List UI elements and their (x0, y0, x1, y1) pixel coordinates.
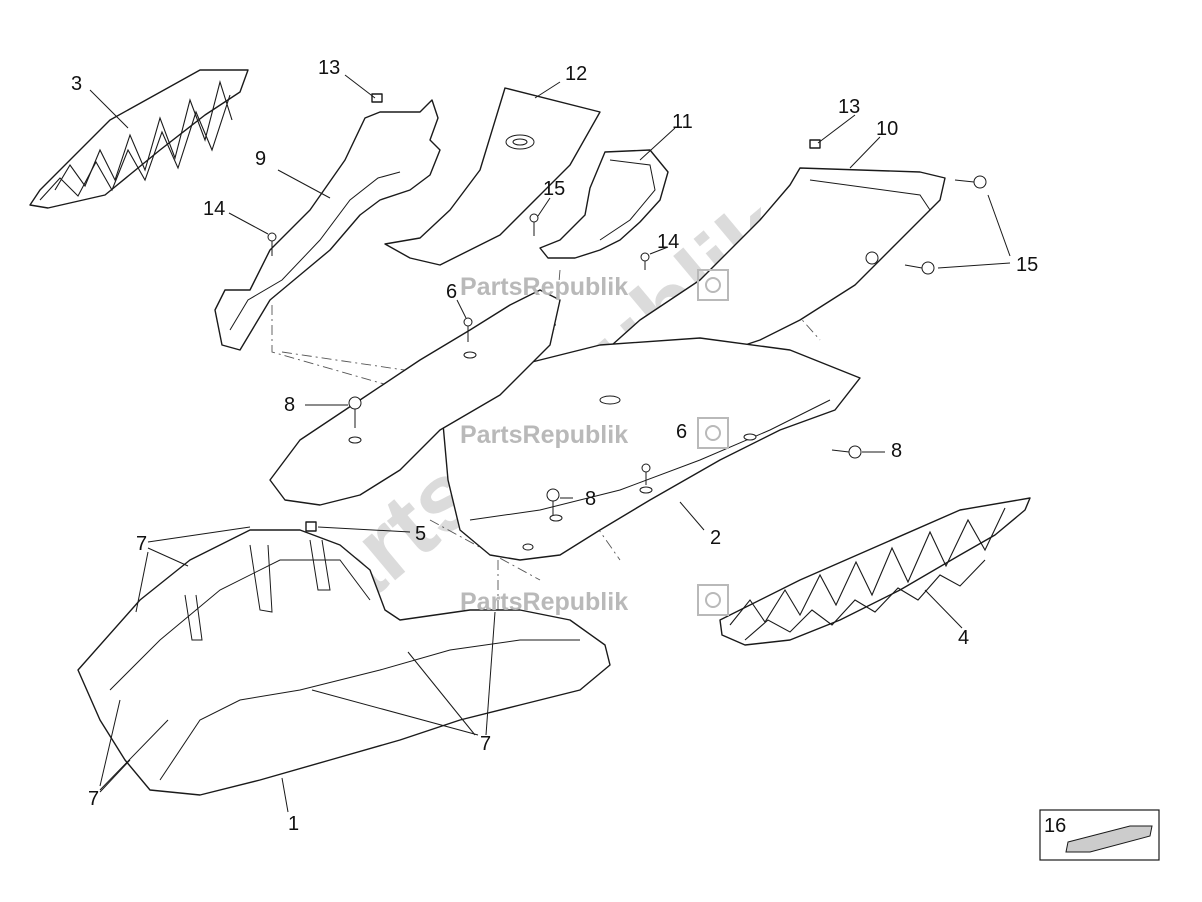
callout-15-right: 15 (1016, 254, 1038, 276)
gear-icon (697, 417, 729, 449)
screw-15-top (954, 175, 987, 189)
callout-11: 11 (672, 111, 693, 133)
clip-5 (305, 521, 317, 532)
part-11-tray (539, 149, 669, 259)
watermark-brand-3: PartsRepublik (460, 584, 729, 616)
screw-8-center (546, 488, 560, 515)
part-2-under-tray (269, 289, 861, 561)
callout-8-right: 8 (891, 440, 902, 462)
callout-12: 12 (565, 63, 587, 85)
screw-15-center (529, 213, 539, 236)
leader-lines (89, 74, 1011, 813)
callout-2: 2 (710, 527, 721, 549)
gear-icon (697, 584, 729, 616)
screw-14-right (640, 252, 650, 270)
part-3-footboard-mat (29, 69, 249, 209)
part-4-footboard-mat (719, 497, 1031, 646)
part-16-pad (1065, 825, 1153, 853)
callout-1: 1 (288, 813, 299, 835)
screw-15-bottom (904, 261, 935, 275)
callout-14-left: 14 (203, 198, 225, 220)
part-1-lower-cover (77, 529, 611, 796)
callout-8-center: 8 (585, 488, 596, 510)
callout-3: 3 (71, 73, 82, 95)
screw-14-left (267, 232, 277, 256)
screw-6-right (641, 463, 651, 485)
callout-7-bottom-left: 7 (88, 788, 99, 810)
callout-5: 5 (415, 523, 426, 545)
watermark-brand-text: PartsRepublik (460, 588, 628, 616)
callout-7-bottom-right: 7 (480, 733, 491, 755)
callout-10: 10 (876, 118, 898, 140)
screw-6-left (463, 317, 473, 342)
watermark-brand-text: PartsRepublik (460, 421, 628, 449)
part-16-inset: 16 (1039, 809, 1160, 861)
callout-14-right: 14 (657, 231, 679, 253)
clip-13-left (371, 93, 383, 103)
part-12-center-panel (384, 87, 601, 266)
callout-16: 16 (1044, 815, 1066, 837)
callout-4: 4 (958, 627, 969, 649)
callout-6-left: 6 (446, 281, 457, 303)
part-9-left-bracket (214, 99, 441, 351)
screw-8-right (831, 445, 862, 459)
callout-7-top: 7 (136, 533, 147, 555)
screw-8-left (348, 396, 362, 428)
callout-13-left: 13 (318, 57, 340, 79)
callout-9: 9 (255, 148, 266, 170)
fasteners (267, 93, 987, 532)
callout-6-right: 6 (676, 421, 687, 443)
callout-labels: 3 13 9 14 12 11 15 14 13 10 15 6 8 6 8 8… (71, 57, 1038, 835)
callout-13-right: 13 (838, 96, 860, 118)
clip-13-right (809, 139, 821, 149)
callout-15-center: 15 (543, 178, 565, 200)
watermark-brand-text: PartsRepublik (460, 273, 628, 301)
watermark-brand-1: PartsRepublik (460, 269, 729, 301)
watermark-brand-2: PartsRepublik (460, 417, 729, 449)
callout-8-left: 8 (284, 394, 295, 416)
gear-icon (697, 269, 729, 301)
